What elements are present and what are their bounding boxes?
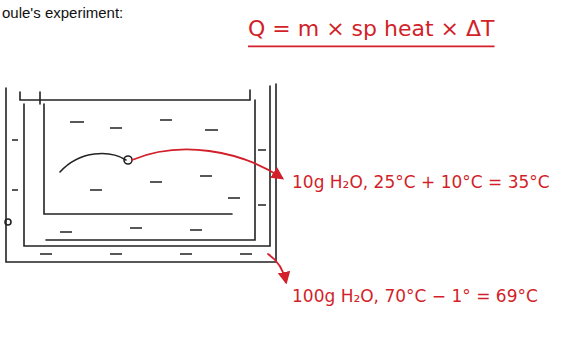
leader-arrows xyxy=(132,150,286,282)
heat-formula: Q = m × sp heat × ΔT xyxy=(248,16,495,42)
cold-water-note: 100g H₂O, 70°C − 1° = 69°C xyxy=(292,286,538,306)
hot-water-note: 10g H₂O, 25°C + 10°C = 35°C xyxy=(292,172,550,192)
water-marks xyxy=(12,120,266,254)
slide-title: oule's experiment: xyxy=(2,4,123,22)
formula-underline xyxy=(248,46,495,48)
vessel xyxy=(5,84,276,262)
